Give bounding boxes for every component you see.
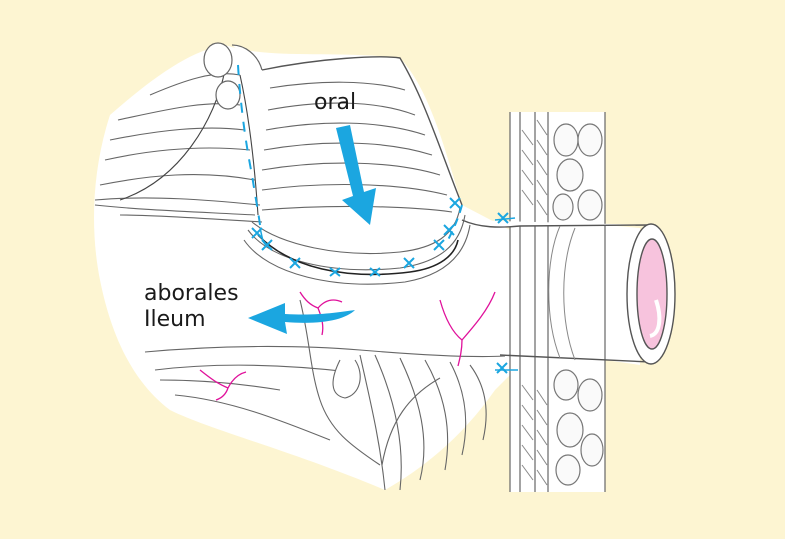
lower-mesentery — [144, 299, 506, 491]
label-aboral-line2: Ileum — [144, 307, 206, 332]
label-aboral-line1: aborales — [144, 281, 239, 306]
ileum-tube — [461, 219, 676, 365]
arrow-left-curved-icon — [248, 303, 355, 334]
sutures — [237, 64, 518, 374]
tissue-background — [94, 45, 640, 492]
flow-arrows — [248, 125, 376, 334]
bowel-loops — [203, 42, 263, 110]
ileum-lumen — [636, 238, 668, 350]
label-aboral-ileum: aborales Ileum — [144, 281, 239, 333]
arrow-down-icon — [336, 125, 376, 225]
label-oral: oral — [314, 90, 357, 115]
blood-vessels — [199, 291, 496, 401]
abdominal-wall — [509, 112, 606, 492]
